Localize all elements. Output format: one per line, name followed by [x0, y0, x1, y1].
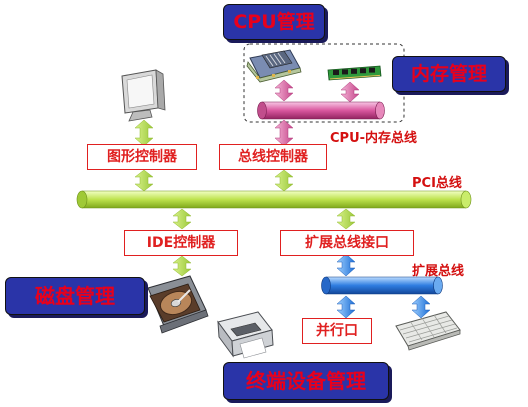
printer-icon — [217, 311, 274, 359]
expansion-bus-label: 扩展总线 — [412, 264, 465, 279]
graphics-controller: 图形控制器 — [87, 144, 197, 170]
cpu-chip-icon — [246, 49, 302, 83]
cpu-management-callout: CPU管理 — [223, 4, 325, 40]
monitor-graphics-arrow — [134, 119, 154, 147]
cpumem-buscontroller-arrow — [274, 119, 294, 147]
pci-ide-arrow — [172, 208, 192, 230]
expansion-keyboard-arrow — [411, 295, 431, 319]
disk-management-callout: 磁盘管理 — [5, 277, 145, 315]
memory-management-callout: 内存管理 — [392, 56, 506, 92]
memory-module-icon — [327, 65, 382, 81]
memory-cpumem-arrow — [340, 81, 360, 103]
pci-bus — [76, 190, 472, 209]
pci-expansion-arrow — [336, 208, 356, 230]
buscontroller-pci-arrow — [274, 169, 294, 192]
ide-controller: IDE控制器 — [124, 230, 238, 256]
ide-disk-arrow — [172, 255, 192, 277]
expansion-bus-interface: 扩展总线接口 — [280, 230, 414, 256]
bus-arrows — [134, 79, 431, 319]
expansion-interface-bus-arrow — [336, 253, 356, 277]
hard-disk-icon — [147, 275, 209, 334]
bus-controller: 总线控制器 — [219, 144, 327, 170]
keyboard-icon — [395, 311, 461, 351]
terminal-device-management-callout: 终端设备管理 — [223, 362, 389, 400]
cpu-cpumem-arrow — [274, 79, 294, 102]
parallel-port: 并行口 — [302, 318, 372, 344]
cpu-memory-region — [243, 43, 405, 123]
cpu-memory-bus — [257, 101, 385, 120]
cpu-memory-bus-label: CPU-内存总线 — [330, 131, 418, 146]
pci-bus-label: PCI总线 — [412, 176, 462, 191]
expansion-parallel-arrow — [336, 295, 356, 319]
monitor-icon — [121, 69, 166, 122]
expansion-bus — [321, 276, 443, 295]
graphics-pci-arrow — [134, 169, 154, 192]
